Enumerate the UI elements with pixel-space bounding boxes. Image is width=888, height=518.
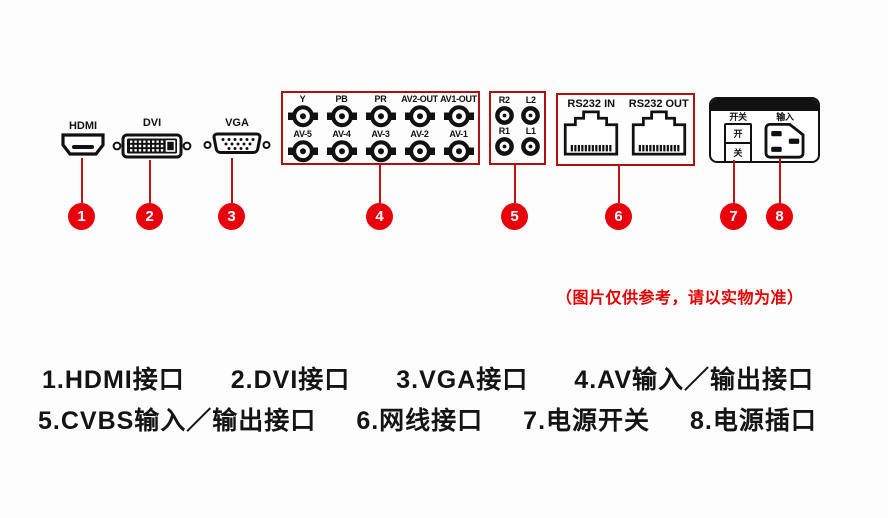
- bnc-label: AV-4: [332, 128, 351, 139]
- rs232-in-port: RS232 IN: [562, 98, 620, 164]
- callout-6: 6: [605, 203, 632, 230]
- legend-item-2: 2.DVI接口: [230, 366, 351, 394]
- av-columns: Y AV-5 PB AV-4 PR AV-3 AV2-OUT AV-2: [283, 93, 478, 163]
- av-column: PB AV-4: [322, 93, 361, 163]
- av-column: AV1-OUT AV-1: [439, 93, 478, 163]
- iec-inlet-icon: [764, 122, 805, 159]
- power-panel: 开关 开 关 输入: [709, 97, 820, 163]
- bnc-jack-icon: [365, 139, 396, 162]
- callout-3: 3: [218, 203, 245, 230]
- rca-label: R1: [498, 126, 510, 136]
- legend-item-7: 7.电源开关: [523, 407, 651, 435]
- vga-label: VGA: [225, 117, 249, 129]
- power-panel-header: [711, 99, 818, 111]
- hdmi-connector-group: HDMI: [55, 120, 111, 158]
- hdmi-port-icon: [61, 133, 105, 156]
- callout-4: 4: [366, 203, 393, 230]
- hdmi-label: HDMI: [68, 120, 98, 132]
- legend-item-4: 4.AV输入／输出接口: [574, 366, 815, 394]
- bnc-jack-icon: [404, 139, 435, 162]
- rs232-ports: RS232 IN RS232 OUT: [558, 95, 693, 164]
- bnc-jack-icon: [326, 105, 357, 128]
- legend-row-1: 1.HDMI接口 2.DVI接口 3.VGA接口 4.AV输入／输出接口: [42, 360, 814, 396]
- bnc-jack-icon: [365, 105, 396, 128]
- rs232-out-label: RS232 OUT: [628, 98, 689, 110]
- av-column: AV2-OUT AV-2: [400, 93, 439, 163]
- dvi-connector-group: DVI: [112, 117, 192, 161]
- leader-line-5: [514, 165, 516, 203]
- av-io-box: Y AV-5 PB AV-4 PR AV-3 AV2-OUT AV-2: [281, 91, 480, 165]
- rca-jack-icon: [521, 106, 541, 125]
- bnc-label: PB: [335, 94, 348, 104]
- callout-1: 1: [68, 203, 95, 230]
- rca-jack-icon: [521, 137, 541, 156]
- rs232-in-label: RS232 IN: [567, 98, 616, 110]
- leader-line-7: [733, 160, 735, 203]
- bnc-label: PR: [374, 94, 387, 104]
- power-inlet-label: 输入: [776, 112, 794, 122]
- rca-label: L2: [525, 95, 536, 105]
- leader-line-8: [779, 158, 781, 203]
- power-switch-group: 开关 开 关: [724, 112, 752, 161]
- callout-7: 7: [720, 203, 747, 230]
- rca-jack-icon: [494, 106, 514, 125]
- leader-line-6: [618, 166, 620, 203]
- leader-line-1: [81, 158, 83, 203]
- reference-note: （图片仅供参考，请以实物为准）: [556, 290, 804, 307]
- bnc-label: AV-5: [293, 128, 312, 139]
- bnc-label: AV-3: [371, 128, 390, 139]
- bnc-label: AV2-OUT: [401, 94, 438, 104]
- cvbs-column: L2 L1: [520, 93, 541, 163]
- cvbs-io-box: R2 R1 L2 L1: [489, 91, 546, 165]
- power-switch-label: 开关: [729, 112, 747, 122]
- callout-8: 8: [766, 203, 793, 230]
- rca-jack-icon: [494, 137, 514, 156]
- vga-connector-group: VGA: [202, 117, 272, 159]
- callout-2: 2: [136, 203, 163, 230]
- av-column: Y AV-5: [283, 93, 322, 163]
- dvi-label: DVI: [142, 117, 162, 129]
- power-panel-content: 开关 开 关 输入: [711, 111, 818, 161]
- rca-label: L1: [525, 126, 536, 136]
- power-inlet-group: 输入: [762, 112, 808, 161]
- bnc-label: AV-2: [410, 128, 429, 139]
- vga-port-icon: [203, 132, 271, 154]
- power-rocker-switch: 开 关: [724, 123, 752, 161]
- bnc-jack-icon: [404, 105, 435, 128]
- cvbs-columns: R2 R1 L2 L1: [491, 93, 544, 163]
- legend-row-2: 5.CVBS输入／输出接口 6.网线接口 7.电源开关 8.电源插口: [38, 401, 817, 437]
- bnc-label: AV-1: [449, 128, 468, 139]
- leader-line-2: [149, 160, 151, 203]
- leader-line-4: [379, 165, 381, 203]
- dvi-port-icon: [112, 133, 192, 159]
- bnc-jack-icon: [326, 139, 357, 162]
- rs232-out-port: RS232 OUT: [629, 98, 689, 164]
- network-box: RS232 IN RS232 OUT: [556, 93, 695, 166]
- bnc-jack-icon: [443, 139, 474, 162]
- legend-item-1: 1.HDMI接口: [42, 366, 185, 394]
- rocker-on-cell: 开: [726, 125, 750, 144]
- callout-5: 5: [501, 203, 528, 230]
- leader-line-3: [231, 158, 233, 203]
- rca-label: R2: [498, 95, 510, 105]
- bnc-jack-icon: [287, 139, 318, 162]
- av-column: PR AV-3: [361, 93, 400, 163]
- rocker-off-cell: 关: [733, 148, 743, 158]
- bnc-label: AV1-OUT: [440, 94, 477, 104]
- legend-item-6: 6.网线接口: [356, 407, 484, 435]
- legend-item-3: 3.VGA接口: [396, 366, 529, 394]
- bnc-jack-icon: [287, 105, 318, 128]
- legend-item-5: 5.CVBS输入／输出接口: [38, 407, 317, 435]
- legend-item-8: 8.电源插口: [690, 407, 817, 435]
- rj45-jack-icon: [564, 110, 619, 156]
- bnc-jack-icon: [443, 105, 474, 128]
- rj45-jack-icon: [631, 110, 686, 156]
- cvbs-column: R2 R1: [494, 93, 515, 163]
- bnc-label: Y: [299, 94, 306, 104]
